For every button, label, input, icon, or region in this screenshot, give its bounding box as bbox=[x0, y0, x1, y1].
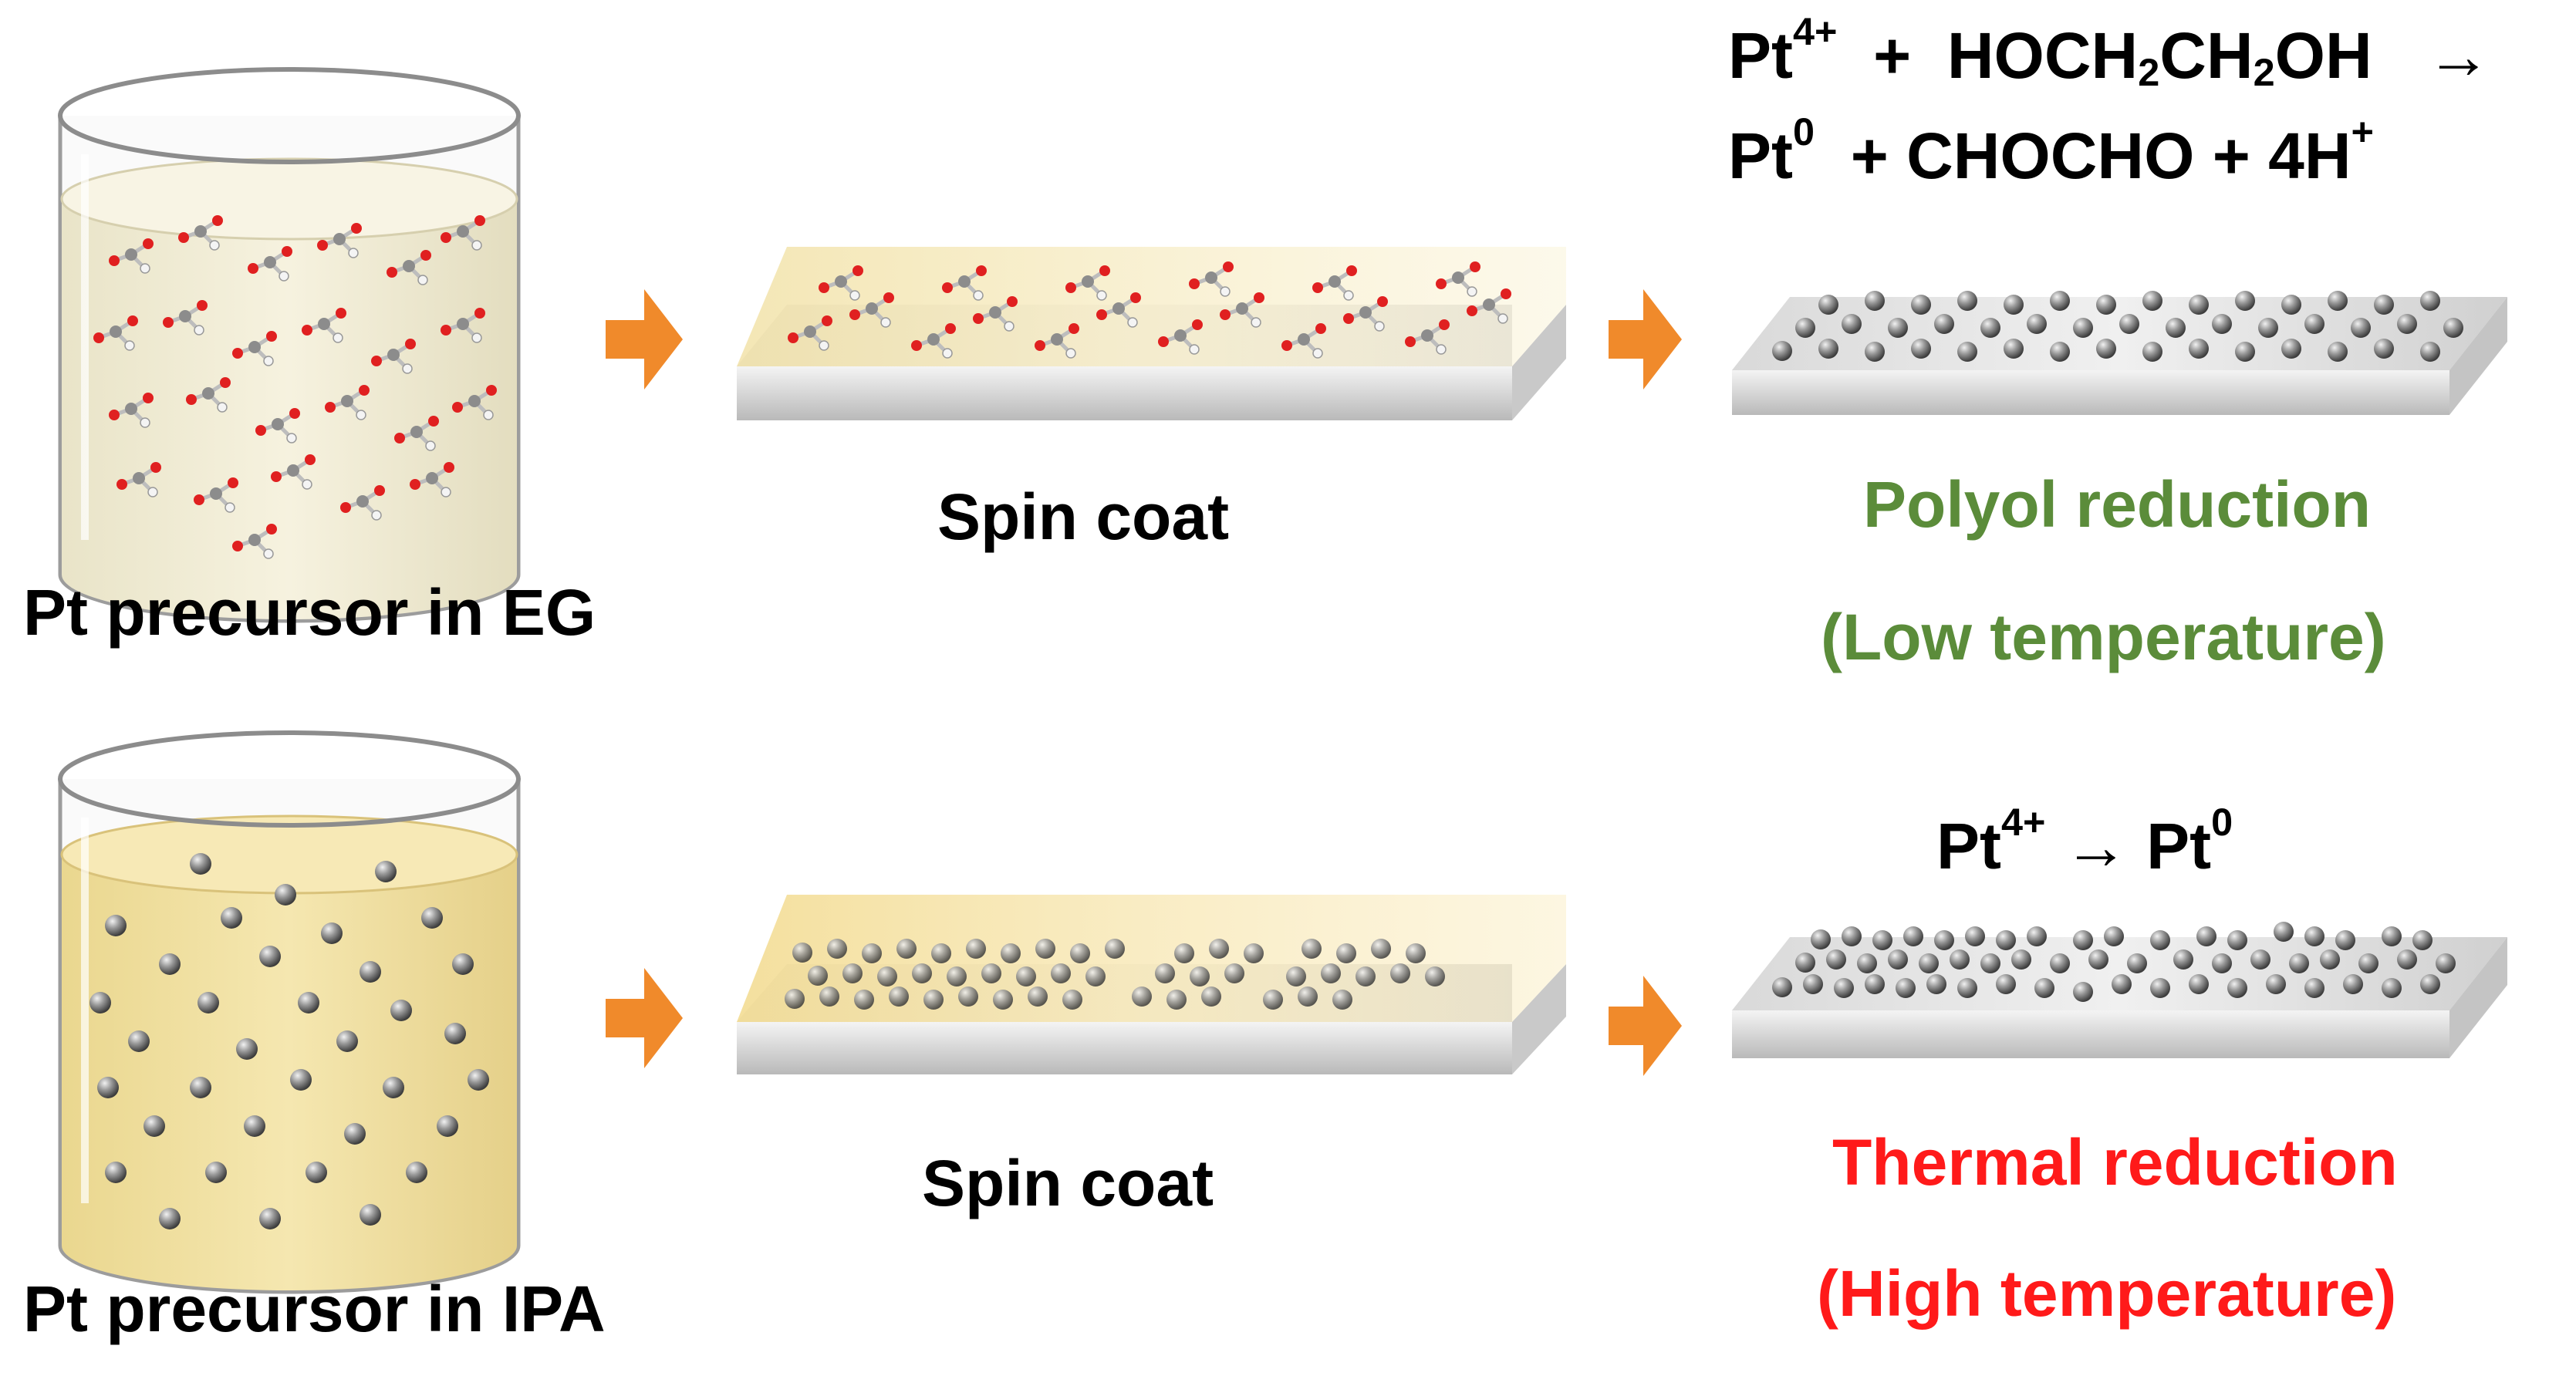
reaction-equation-line1: Pt4+ + HOCH2CH2OH → bbox=[1728, 12, 2491, 91]
beaker-label-eg: Pt precursor in EG bbox=[23, 576, 596, 649]
subscript-1: 2 bbox=[2138, 50, 2160, 95]
beaker-label-ipa: Pt precursor in IPA bbox=[23, 1273, 606, 1345]
process-arrow-icon bbox=[1609, 976, 1682, 1076]
reaction-arrow: → bbox=[2063, 810, 2129, 882]
process-arrow-icon bbox=[606, 289, 683, 390]
pt-particle-icon bbox=[1772, 291, 2463, 362]
plus-sign: + bbox=[1873, 19, 1912, 92]
pt-symbol: Pt bbox=[1728, 120, 1793, 192]
reaction-products: + CHOCHO + 4H bbox=[1850, 120, 2351, 192]
pt-charge: 4+ bbox=[1793, 9, 1838, 54]
beaker-icon bbox=[58, 67, 521, 623]
subscript-2: 2 bbox=[2253, 50, 2275, 95]
reaction-arrow: → bbox=[2426, 19, 2491, 92]
reagent-part-b: CH bbox=[2159, 19, 2254, 92]
thermal-reduction-label: Thermal reduction bbox=[1832, 1126, 2398, 1199]
spin-coat-label: Spin coat bbox=[937, 481, 1230, 553]
substrate-slab-icon bbox=[1732, 922, 2507, 1058]
pt-product-charge: 0 bbox=[2211, 800, 2233, 845]
pt-particle-icon bbox=[89, 853, 489, 1229]
pt-symbol: Pt bbox=[1936, 810, 2001, 882]
high-temperature-label: (High temperature) bbox=[1817, 1257, 2397, 1330]
polyol-reduction-label: Polyol reduction bbox=[1863, 468, 2372, 541]
pt-symbol-product: Pt bbox=[2146, 810, 2212, 882]
pt-charge: 0 bbox=[1793, 110, 1815, 154]
substrate-slab-icon bbox=[737, 247, 1566, 420]
spin-coat-label: Spin coat bbox=[922, 1147, 1214, 1219]
thermal-reaction-equation: Pt4+ → Pt0 bbox=[1936, 802, 2233, 879]
pt-charge: 4+ bbox=[2001, 800, 2046, 845]
substrate-slab-icon bbox=[737, 895, 1566, 1074]
pt-particle-icon bbox=[1772, 922, 2456, 1002]
process-arrow-icon bbox=[1609, 289, 1682, 390]
reaction-equation-line2: Pt0 + CHOCHO + 4H+ bbox=[1728, 112, 2374, 188]
reagent-part-c: OH bbox=[2274, 19, 2372, 92]
pt-particle-icon bbox=[785, 939, 1445, 1010]
pt-symbol: Pt bbox=[1728, 19, 1793, 92]
h-charge: + bbox=[2351, 110, 2374, 154]
beaker-icon bbox=[58, 730, 521, 1294]
substrate-slab-icon bbox=[1732, 291, 2507, 415]
reagent-part-a: HOCH bbox=[1946, 19, 2139, 92]
process-arrow-icon bbox=[606, 968, 683, 1068]
low-temperature-label: (Low temperature) bbox=[1821, 601, 2386, 673]
